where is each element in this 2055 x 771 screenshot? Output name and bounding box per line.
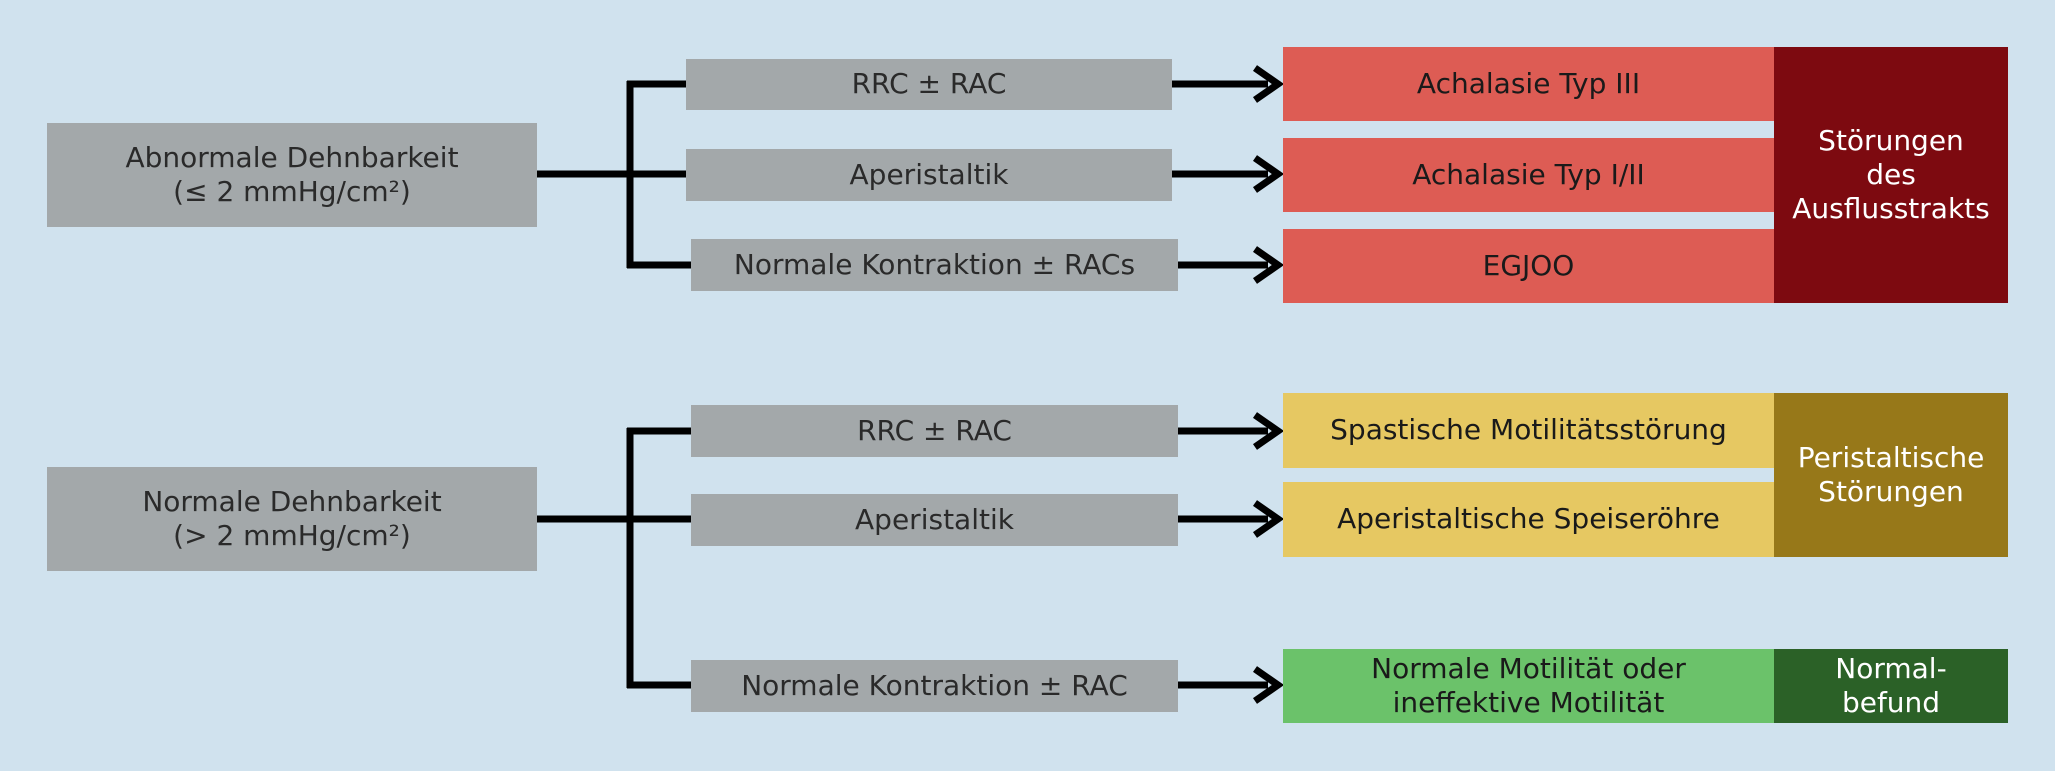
pattern-label: Aperistaltik xyxy=(849,157,1009,191)
result-label: Spastische Motilitätsstörung xyxy=(1330,413,1727,447)
result-box-achalasia-type-1-2: Achalasie Typ I/II xyxy=(1283,138,1774,212)
source-sublabel: (> 2 mmHg/cm²) xyxy=(173,519,411,552)
result-box-spastic-motility-disorder: Spastische Motilitätsstörung xyxy=(1283,393,1774,468)
pattern-label: Normale Kontraktion ± RAC xyxy=(741,668,1128,702)
pattern-label: RRC ± RAC xyxy=(851,67,1007,101)
pattern-box-normal-contraction: Normale Kontraktion ± RAC xyxy=(691,660,1178,712)
category-box-outflow-disorders: Störungen des Ausflusstrakts xyxy=(1774,47,2008,303)
category-label-line: Störungen xyxy=(1818,123,1964,157)
category-box-peristaltic-disorders: Peristaltische Störungen xyxy=(1774,393,2008,557)
category-label-line: Peristaltische xyxy=(1797,440,1985,474)
result-box-normal-or-ineffective-motility: Normale Motilität oder ineffektive Motil… xyxy=(1283,649,1774,723)
arrow-head-2-1 xyxy=(1253,412,1285,450)
arrow-head-2-3 xyxy=(1253,666,1285,704)
source-box-normal-distensibility: Normale Dehnbarkeit (> 2 mmHg/cm²) xyxy=(47,467,537,571)
pattern-box-aperistalsis: Aperistaltik xyxy=(686,149,1172,201)
category-label-line: befund xyxy=(1841,686,1941,719)
source-box-abnormal-distensibility: Abnormale Dehnbarkeit (≤ 2 mmHg/cm²) xyxy=(47,123,537,227)
source-sublabel: (≤ 2 mmHg/cm²) xyxy=(173,175,411,208)
result-label: EGJOO xyxy=(1482,248,1575,282)
pattern-box-normal-contraction: Normale Kontraktion ± RACs xyxy=(691,239,1178,291)
arrow-head-1-2 xyxy=(1253,155,1285,193)
category-label-line: Störungen xyxy=(1818,475,1964,508)
pattern-box-rrc-rac: RRC ± RAC xyxy=(691,405,1178,457)
category-box-normal-finding: Normal- befund xyxy=(1774,649,2008,723)
pattern-box-aperistalsis: Aperistaltik xyxy=(691,494,1178,546)
arrow-head-1-3 xyxy=(1253,246,1285,284)
result-box-aperistaltic-esophagus: Aperistaltische Speiseröhre xyxy=(1283,482,1774,557)
result-label-line: Normale Motilität oder xyxy=(1371,651,1686,685)
result-box-achalasia-type-3: Achalasie Typ III xyxy=(1283,47,1774,121)
result-label: Aperistaltische Speiseröhre xyxy=(1337,502,1720,536)
category-label-line: des xyxy=(1866,157,1916,191)
result-label: Achalasie Typ I/II xyxy=(1412,157,1645,191)
source-label: Abnormale Dehnbarkeit xyxy=(125,140,459,174)
pattern-label: RRC ± RAC xyxy=(857,413,1012,447)
result-label-line: ineffektive Motilität xyxy=(1392,686,1665,719)
pattern-label: Aperistaltik xyxy=(855,502,1014,536)
pattern-box-rrc-rac: RRC ± RAC xyxy=(686,59,1172,110)
result-label: Achalasie Typ III xyxy=(1416,66,1641,100)
category-label-line: Ausflusstrakts xyxy=(1792,192,1990,226)
category-label-line: Normal- xyxy=(1835,651,1947,685)
arrow-head-1-1 xyxy=(1253,65,1285,103)
pattern-label: Normale Kontraktion ± RACs xyxy=(733,247,1136,281)
arrow-head-2-2 xyxy=(1253,500,1285,538)
result-box-egjoo: EGJOO xyxy=(1283,229,1774,303)
source-label: Normale Dehnbarkeit xyxy=(142,484,442,518)
